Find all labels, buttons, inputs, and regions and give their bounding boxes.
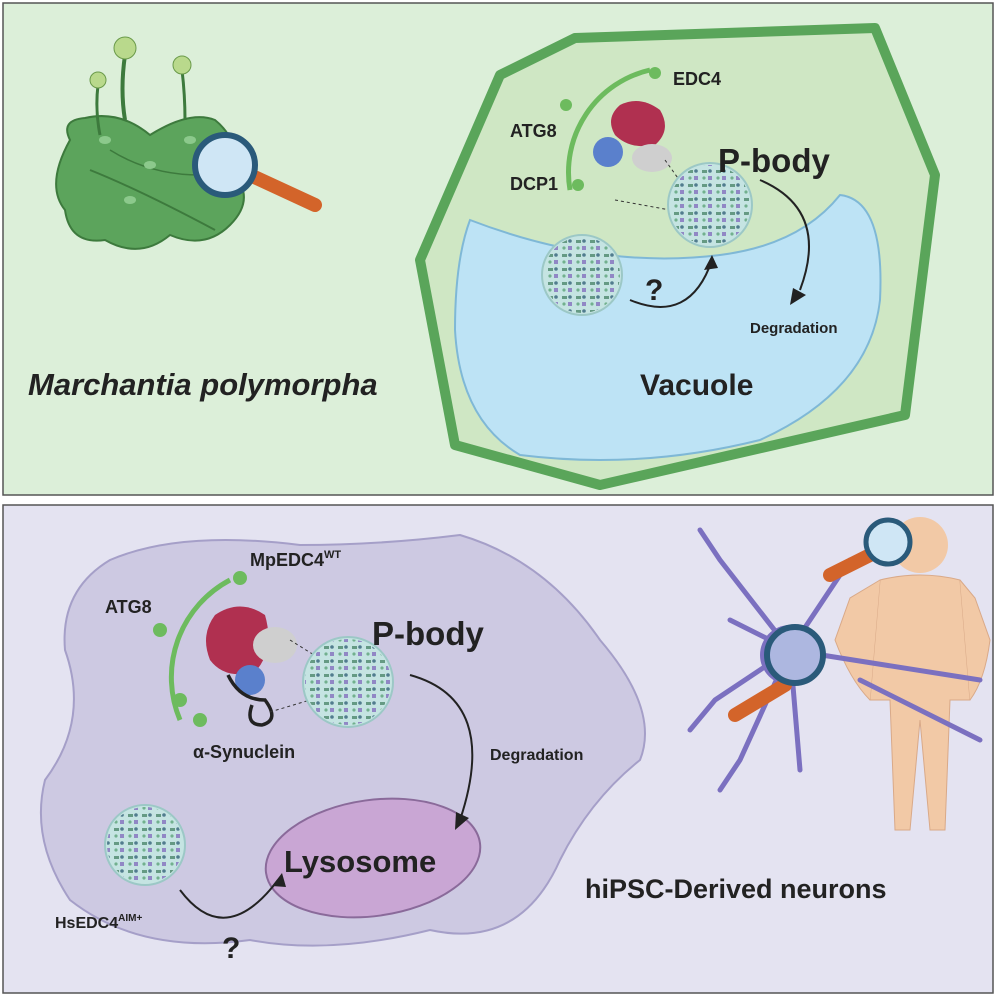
dcp1-label: DCP1: [510, 174, 558, 194]
atg8-label-bottom: ATG8: [105, 597, 152, 617]
edc4-label: EDC4: [673, 69, 721, 89]
arrow-top-question: [629, 259, 713, 308]
arrow-top-degradation: [759, 179, 810, 291]
pbody-label-bottom: P-body: [372, 615, 484, 652]
bottom-panel: Lysosome MpEDC4WT ATG8 P-body α-Synuclei…: [2, 504, 994, 994]
neuron-cell-body: [39, 533, 646, 947]
top-panel: Marchantia polymorpha EDC4 ATG8 DCP1: [2, 2, 994, 496]
question-label-bottom: ?: [222, 932, 240, 965]
synuclein-label: α-Synuclein: [193, 742, 295, 762]
pbody-label-top: P-body: [718, 142, 830, 179]
autophagy-complex-bottom: [153, 571, 331, 727]
vacuole-label: Vacuole: [640, 369, 753, 402]
mpedc4-label: MpEDC4WT: [250, 549, 341, 570]
plant-cell: [415, 23, 940, 490]
arrow-bottom-question: [179, 879, 279, 919]
lysosome: [264, 797, 482, 919]
arrow-bottom-degradation: [409, 674, 474, 821]
cell-type-label: hiPSC-Derived neurons: [585, 874, 887, 904]
autophagy-complex-top: [560, 67, 691, 211]
magnifier-icon: [728, 517, 913, 722]
hsedc4-label: HsEDC4AIM+: [55, 913, 142, 932]
magnifier-icon: [192, 132, 322, 212]
degradation-label-bottom: Degradation: [490, 747, 583, 764]
lysosome-label: Lysosome: [284, 844, 436, 879]
atg8-label-top: ATG8: [510, 121, 557, 141]
question-label-top: ?: [645, 274, 663, 307]
organism-label: Marchantia polymorpha: [28, 367, 378, 402]
degradation-label-top: Degradation: [750, 320, 838, 337]
